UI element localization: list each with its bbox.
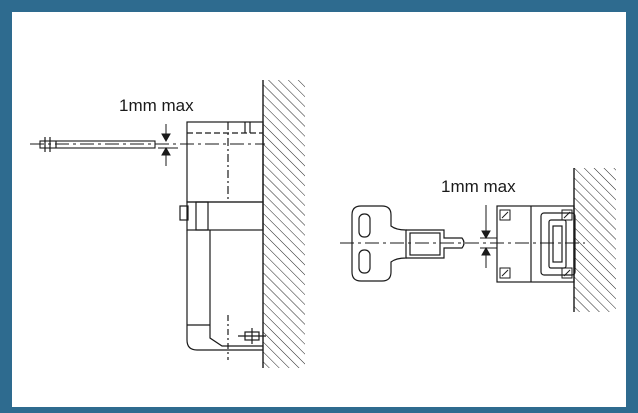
right-actuator-key (351, 205, 465, 282)
mounting-diagram: 1mm max (30, 80, 616, 368)
left-wall (262, 80, 305, 368)
left-switch-body (179, 201, 266, 360)
left-switch-head (186, 121, 264, 203)
screw-head-icon (499, 209, 573, 279)
left-view (30, 80, 305, 368)
right-dimension-label: 1mm max (441, 177, 516, 196)
left-dimension-label: 1mm max (119, 96, 194, 115)
right-wall (573, 168, 616, 312)
right-view (340, 168, 616, 312)
right-switch-head (496, 205, 576, 283)
diagram-canvas: 1mm max (12, 12, 626, 407)
dimension-arrow-icon (480, 205, 497, 268)
dimension-arrow-icon (158, 124, 178, 166)
left-actuator-key (39, 137, 156, 152)
